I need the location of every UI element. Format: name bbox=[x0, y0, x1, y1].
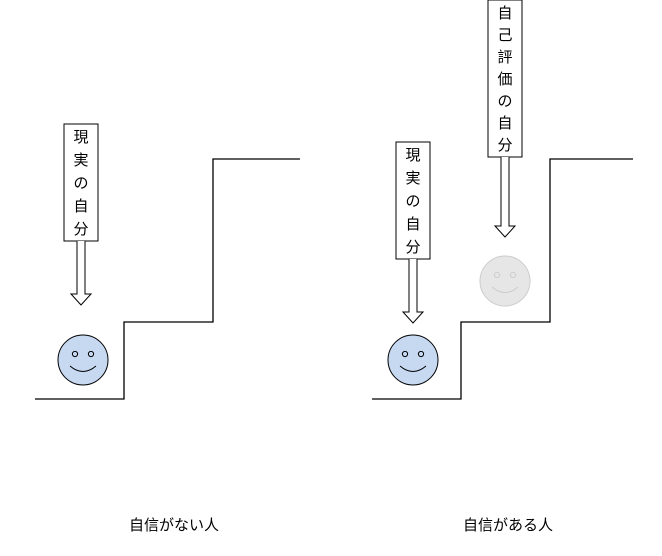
right-callout-ideal-char: 己 bbox=[497, 26, 512, 44]
right-panel: 現 実 の 自 分 自 己 評 価 の 自 分 bbox=[372, 0, 633, 534]
right-callout-ideal-char: の bbox=[497, 92, 512, 110]
right-ghost-smiley-face-icon bbox=[479, 255, 531, 307]
right-callout-ideal-char: 自 bbox=[497, 114, 512, 132]
left-caption: 自信がない人 bbox=[129, 516, 219, 534]
left-callout-char: 自 bbox=[73, 197, 88, 215]
right-staircase bbox=[372, 158, 633, 400]
right-real-down-arrow bbox=[401, 259, 425, 324]
left-callout-char: 実 bbox=[73, 151, 88, 169]
right-callout-ideal-char: 自 bbox=[497, 4, 512, 22]
left-callout-char: の bbox=[73, 174, 88, 192]
left-callout-char: 現 bbox=[73, 128, 88, 146]
left-callout-char: 分 bbox=[73, 220, 88, 238]
right-callout-real-char: 実 bbox=[405, 169, 420, 187]
left-staircase bbox=[35, 158, 300, 400]
right-callout-self-evaluation: 自 己 評 価 の 自 分 bbox=[487, 0, 523, 238]
right-callout-real-char: の bbox=[405, 192, 420, 210]
right-ideal-down-arrow bbox=[493, 157, 517, 238]
left-callout-real-self: 現 実 の 自 分 bbox=[63, 123, 99, 306]
left-smiley-face-icon bbox=[57, 334, 109, 386]
right-callout-real-char: 自 bbox=[405, 215, 420, 233]
right-callout-real-char: 現 bbox=[405, 146, 420, 164]
right-callout-real-char: 分 bbox=[405, 238, 420, 256]
left-panel: 現 実 の 自 分 自信がない人 bbox=[35, 123, 300, 534]
right-callout-real-self: 現 実 の 自 分 bbox=[395, 141, 431, 324]
right-callout-ideal-char: 評 bbox=[497, 48, 512, 66]
right-callout-ideal-char: 分 bbox=[497, 136, 512, 154]
left-down-arrow bbox=[69, 241, 93, 306]
right-callout-ideal-char: 価 bbox=[497, 70, 512, 88]
right-smiley-face-icon bbox=[387, 334, 439, 386]
right-caption: 自信がある人 bbox=[463, 516, 553, 534]
